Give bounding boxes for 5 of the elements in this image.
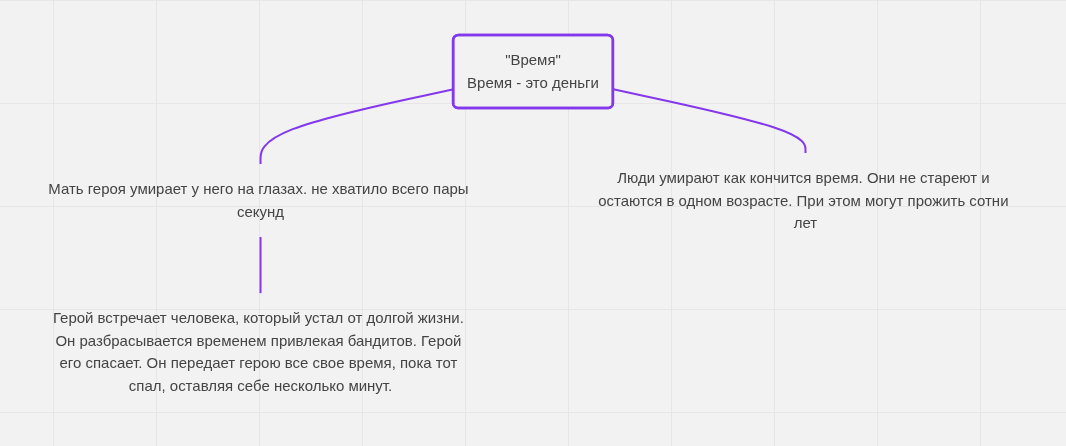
node-text: Мать героя умирает у него на глазах. не хватило всего пары секунд [48, 180, 469, 220]
connector [259, 235, 262, 295]
connector [612, 88, 807, 154]
node-text: Люди умирают как кончится время. Они не стареют и остаются в одном возрасте. При этом могут прожить сотни лет [598, 168, 1009, 231]
node-text: Герой встречает человека, который устал от долгой жизни. Он разбрасывается временем привлекая бандитов. Герой его спасает. Он передает герою все свое время, пока тот спал, оставляя себе несколько минут. [52, 309, 464, 394]
